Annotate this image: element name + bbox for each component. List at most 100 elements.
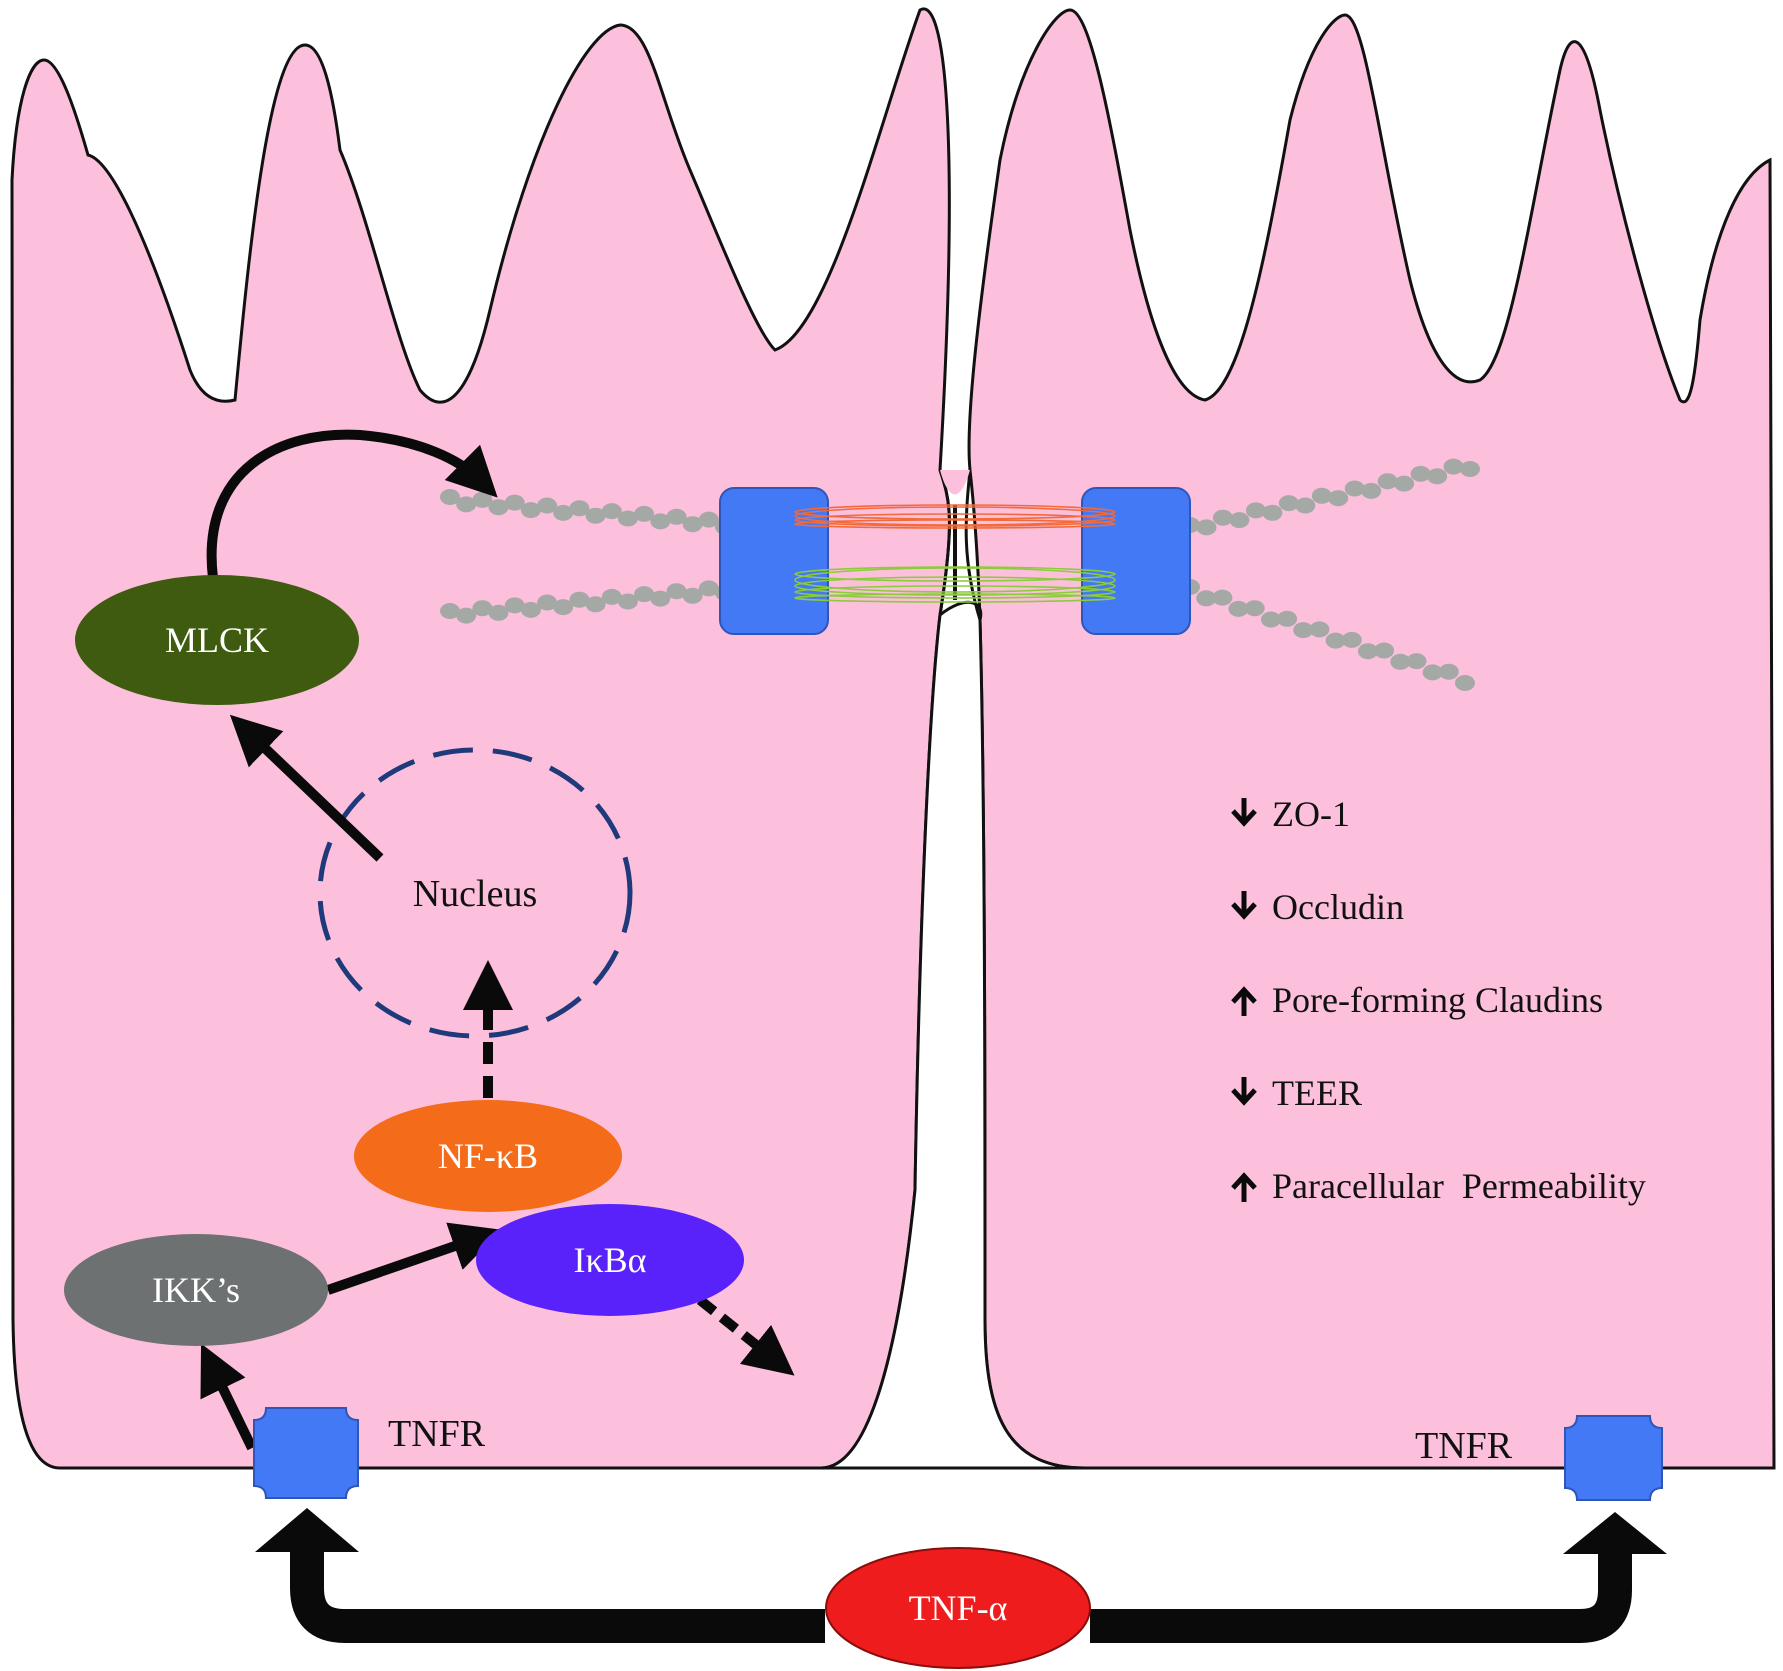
actin-bead: [569, 500, 590, 517]
actin-bead: [1325, 632, 1346, 649]
actin-bead: [601, 588, 622, 605]
actin-bead: [1278, 495, 1299, 512]
tnfa-label: TNF-α: [909, 1588, 1008, 1628]
actin-bead: [1196, 519, 1217, 536]
paracellular-space: [819, 600, 1086, 1470]
actin-bead: [650, 513, 671, 530]
ikba-label: IκBα: [573, 1240, 646, 1280]
actin-bead: [617, 593, 638, 610]
actin-filament-right-bottom: [1180, 579, 1475, 691]
actin-bead: [504, 494, 525, 511]
actin-bead: [1295, 497, 1316, 514]
actin-bead: [1262, 504, 1283, 521]
tnfa-arrow-right: [1090, 1552, 1632, 1643]
actin-bead: [1341, 631, 1362, 648]
actin-bead: [537, 497, 558, 514]
actin-bead: [634, 586, 655, 603]
actin-bead: [488, 604, 509, 621]
actin-bead: [634, 505, 655, 522]
actin-bead: [1277, 610, 1298, 627]
actin-bead: [585, 596, 606, 613]
actin-bead: [537, 594, 558, 611]
actin-bead: [1196, 590, 1217, 607]
effect-label: TEER: [1272, 1073, 1362, 1113]
arrow-tnfr-to-ikk: [200, 1343, 257, 1451]
nfkb-label: NF-κB: [438, 1136, 538, 1176]
nucleus-label: Nucleus: [413, 873, 538, 915]
actin-bead: [1460, 461, 1480, 477]
actin-bead: [472, 600, 493, 617]
tnfr-receptor-left: [253, 1407, 359, 1499]
actin-bead: [1344, 480, 1365, 497]
actin-bead: [504, 597, 525, 614]
arrow-ikba-degradation: [696, 1296, 795, 1376]
effect-label: Pore-forming Claudins: [1272, 980, 1603, 1020]
arrow-mlck-to-actin: [206, 429, 498, 579]
actin-bead: [1212, 589, 1233, 606]
down-arrow-icon: [1231, 1077, 1257, 1106]
effect-label: ZO-1: [1272, 794, 1350, 834]
right-epithelial-cell: [967, 8, 1776, 1470]
actin-bead: [650, 590, 671, 607]
actin-bead: [569, 591, 590, 608]
actin-bead: [1443, 458, 1464, 475]
actin-bead: [682, 587, 703, 604]
actin-bead: [1245, 502, 1266, 519]
actin-bead: [1357, 643, 1378, 660]
nucleus-membrane: [317, 747, 633, 1039]
actin-bead: [1410, 465, 1431, 482]
down-arrow-icon: [1231, 798, 1257, 827]
actin-bead: [440, 603, 460, 619]
actin-bead: [1394, 475, 1415, 492]
actin-bead: [601, 503, 622, 520]
effect-label: Paracellular Permeability: [1272, 1166, 1646, 1206]
actin-bead: [1328, 490, 1349, 507]
actin-bead: [1228, 600, 1249, 617]
actin-bead: [698, 580, 719, 597]
actin-bead: [1377, 473, 1398, 490]
effect-label: Occludin: [1272, 887, 1404, 927]
actin-bead: [666, 583, 687, 600]
actin-bead: [488, 499, 509, 516]
tnfa-arrow-left: [290, 1550, 825, 1643]
tnfr-receptor-right: [1564, 1415, 1663, 1501]
actin-bead: [1244, 600, 1265, 617]
actin-bead: [1374, 642, 1395, 659]
actin-bead: [1390, 653, 1411, 670]
ikk-node: [64, 1234, 328, 1346]
ikba-node: [476, 1204, 744, 1316]
claudin-strands-green: [794, 566, 1116, 603]
actin-bead: [456, 607, 477, 624]
tnfa-arrow-left-head: [255, 1508, 359, 1552]
actin-bead: [1422, 664, 1443, 681]
tnfa-node: [825, 1547, 1091, 1669]
actin-bead: [1229, 512, 1250, 529]
actin-bead: [553, 504, 574, 521]
claudin-strands-orange: [794, 504, 1116, 529]
actin-bead: [585, 507, 606, 524]
actin-bead: [1311, 487, 1332, 504]
arrow-ikk-to-ikba: [326, 1222, 502, 1295]
actin-bead: [1260, 611, 1281, 628]
down-arrow-icon: [1231, 891, 1257, 920]
up-arrow-icon: [1231, 986, 1257, 1016]
actin-bead: [1361, 482, 1382, 499]
actin-bead: [1406, 653, 1427, 670]
actin-bead: [1455, 675, 1475, 691]
tight-junction-protein-right: [1081, 487, 1191, 635]
tnfr-right-label: TNFR: [1415, 1425, 1513, 1467]
actin-bead: [553, 599, 574, 616]
actin-bead: [1293, 622, 1314, 639]
nfkb-node: [354, 1100, 622, 1212]
tnfa-arrow-right-head: [1563, 1512, 1667, 1554]
actin-bead: [698, 511, 719, 528]
actin-bead: [520, 502, 541, 519]
actin-bead: [617, 510, 638, 527]
actin-bead: [1438, 663, 1459, 680]
junction-gap-top: [940, 470, 970, 495]
actin-bead: [666, 508, 687, 525]
actin-bead: [1427, 468, 1448, 485]
